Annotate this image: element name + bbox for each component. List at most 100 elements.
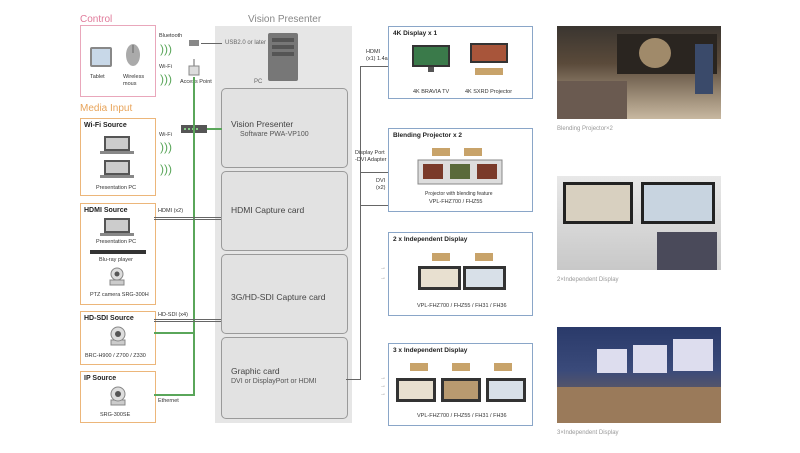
laptop-icon <box>100 136 134 154</box>
wifi-signal-icon: ))) <box>160 72 172 86</box>
card-sub: Software PWA-VP100 <box>240 131 309 138</box>
hdmi-output-label: HDMI (x1) 1.4a <box>366 49 388 62</box>
card-sub: DVI or DisplayPort or HDMI <box>231 378 317 385</box>
control-heading: Control <box>80 14 113 25</box>
display-4k-tv: 4K BRAVIA TV <box>413 89 450 95</box>
blending-title: Blending Projector x 2 <box>393 132 462 139</box>
usb-label: USB2.0 or later <box>225 40 267 46</box>
hdmi-pc-label: Presentation PC <box>96 239 137 245</box>
indep3-box: 3 x Independent Display VPL-FHZ700 / FHZ… <box>388 343 533 426</box>
display-4k-title: 4K Display x 1 <box>393 30 438 37</box>
media-input-heading: Media Input <box>80 103 133 114</box>
card-title: 3G/HD-SDI Capture card <box>231 292 326 302</box>
hdsdi-link-label: HD-SDI (x4) <box>158 312 188 318</box>
hdmi-line <box>154 217 221 218</box>
projector-icon-trio <box>410 363 512 371</box>
hdsdi-source-box: HD-SDI Source BRC-H900 / Z700 / Z330 <box>80 311 156 365</box>
ptz-camera-icon <box>110 326 126 346</box>
ip-source-item: SRG-300SE <box>100 412 131 418</box>
wifi-label-control: Wi-Fi <box>159 64 172 70</box>
indep2-sub: VPL-FHZ700 / FHZ55 / FH31 / FH36 <box>417 303 507 309</box>
bluetooth-label: Bluetooth <box>159 33 183 39</box>
ip-network-line <box>154 394 195 396</box>
wifi-signal-icon: ))) <box>160 140 172 154</box>
wifi-source-box: Wi-Fi Source Presentation PC <box>80 118 156 196</box>
output-line-blend <box>360 205 388 206</box>
ptz-camera-icon <box>109 267 125 286</box>
tablet-icon <box>90 47 112 67</box>
laptop-icon <box>100 160 134 178</box>
three-display-caption: 3×Independent Display <box>557 430 619 436</box>
hdmi-line <box>154 219 221 220</box>
output-line <box>346 379 360 380</box>
dvi-output-label: DVI (x2) <box>376 178 386 191</box>
hdmi-source-title: HDMI Source <box>84 207 128 214</box>
pc-tower-icon <box>268 33 298 81</box>
sdi-line <box>154 319 221 320</box>
dp-adapter-label: Display Port -DVI Adapter <box>355 150 387 163</box>
blending-box: Blending Projector x 2 Projector with bl… <box>388 128 533 212</box>
projector-icon-pair <box>432 148 482 156</box>
card-graphic: Graphic card DVI or DisplayPort or HDMI <box>221 337 348 419</box>
hdmi-link-label: HDMI (x2) <box>158 208 184 214</box>
two-display-caption: 2×Independent Display <box>557 277 619 283</box>
arrow-icons: →→ <box>380 265 386 281</box>
access-point-icon <box>188 59 200 76</box>
wifi-source-item: Presentation PC <box>96 185 137 191</box>
dual-screen-icon <box>418 266 506 290</box>
mouse-icon <box>126 44 140 66</box>
laptop-icon <box>100 218 134 236</box>
indep2-title: 2 x Independent Display <box>393 236 468 243</box>
card-title: HDMI Capture card <box>231 205 305 215</box>
output-trunk-line <box>360 66 361 380</box>
blending-sub2: VPL-FHZ700 / FHZ55 <box>429 199 483 205</box>
card-hdmi-capture: HDMI Capture card <box>221 171 348 251</box>
hdsdi-network-line <box>154 332 195 334</box>
tv-icon <box>412 45 450 72</box>
access-point-label: Access Point <box>180 79 212 85</box>
ptz-label: PTZ camera SRG-300H <box>90 292 149 298</box>
blended-screen-icon <box>417 159 503 185</box>
bluetooth-signal-icon: ))) <box>160 42 172 56</box>
ip-source-title: IP Source <box>84 375 117 382</box>
blending-sub1: Projector with blending feature <box>425 191 493 197</box>
card-sdi-capture: 3G/HD-SDI Capture card <box>221 254 348 334</box>
projector-icon-pair <box>432 253 493 261</box>
output-line-4k <box>360 66 388 67</box>
projector-screen-icon <box>470 43 508 75</box>
card-vision-presenter: Vision Presenter Software PWA-VP100 <box>221 88 348 168</box>
wifi-signal-icon: ))) <box>160 162 172 176</box>
hdsdi-source-title: HD-SDI Source <box>84 315 134 322</box>
arrow-icons: →→→ <box>380 375 386 397</box>
vision-presenter-heading: Vision Presenter <box>248 14 322 25</box>
switch-to-pc-line <box>207 128 222 130</box>
hdmi-source-box: HDMI Source Presentation PC Blu-ray play… <box>80 203 156 305</box>
display-4k-proj: 4K SXRD Projector <box>465 89 513 95</box>
network-trunk-line <box>193 77 195 395</box>
bluray-player-icon <box>90 250 146 254</box>
two-display-photo <box>557 176 721 270</box>
blending-caption: Blending Projector×2 <box>557 126 613 132</box>
control-box: Tablet Wireless mous <box>80 25 156 97</box>
indep2-box: 2 x Independent Display VPL-FHZ700 / FHZ… <box>388 232 533 316</box>
card-title: Graphic card <box>231 366 280 376</box>
card-title: Vision Presenter <box>231 119 294 129</box>
triple-screen-icon <box>396 378 526 402</box>
ethernet-link-label: Ethernet <box>158 398 179 404</box>
three-display-photo <box>557 327 721 423</box>
ptz-camera-icon <box>110 386 126 406</box>
display-4k-box: 4K Display x 1 4K BRAVIA TV 4K SXRD Proj… <box>388 26 533 99</box>
tablet-label: Tablet <box>90 74 105 80</box>
hdsdi-source-item: BRC-H900 / Z700 / Z330 <box>85 353 146 359</box>
bluray-label: Blu-ray player <box>99 257 133 263</box>
indep3-title: 3 x Independent Display <box>393 347 468 354</box>
wifi-source-title: Wi-Fi Source <box>84 122 127 129</box>
usb-icon <box>189 40 199 46</box>
output-line-blend <box>360 172 388 173</box>
ip-source-box: IP Source SRG-300SE <box>80 371 156 423</box>
blending-photo <box>557 26 721 119</box>
mouse-label: Wireless mous <box>123 74 145 87</box>
wifi-link-label: Wi-Fi <box>159 132 172 138</box>
sdi-line <box>154 321 221 322</box>
pc-label: PC <box>254 79 263 85</box>
